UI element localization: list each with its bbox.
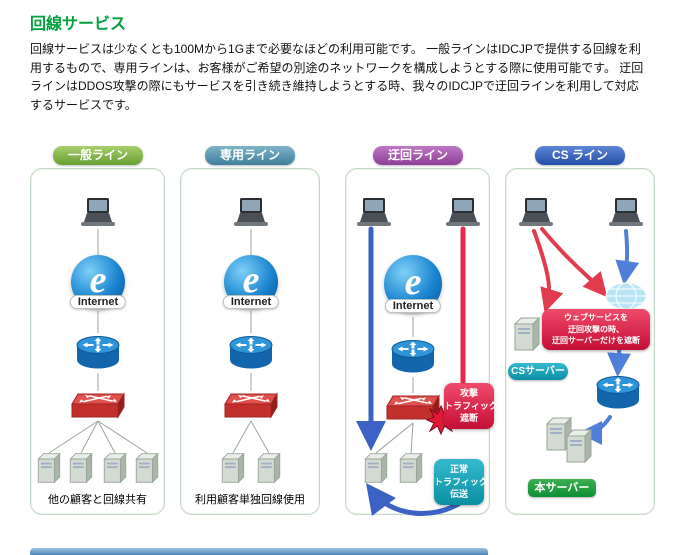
internet-icon: e Internet: [384, 255, 442, 313]
badge-bypass-line: 迂回ライン: [373, 146, 463, 165]
server-icon: [135, 451, 159, 490]
router-icon: [74, 333, 122, 378]
server-icon: [257, 451, 281, 490]
callout-line: トラフィック: [444, 400, 498, 411]
panel-caption: 利用顧客単独回線使用: [195, 494, 305, 506]
callout-line: ウェブサービスを: [564, 313, 628, 322]
callout-line: 迂回攻撃の時、: [568, 324, 624, 334]
callout-line: 攻撃: [459, 388, 478, 398]
panel-general-line: e Internet 他の顧客と回線共有: [30, 168, 165, 515]
page-description: 回線サービスは少なくとも100Mから1Gまで必要なほどの利用可能です。 一般ライ…: [30, 42, 644, 112]
normal-traffic-callout: 正常 トラフィック 伝送: [434, 459, 488, 505]
server-icon: [69, 451, 93, 490]
switch-icon: [223, 391, 279, 426]
callout-line: 迂回サーバーだけを遮断: [552, 336, 640, 346]
laptop-icon: [443, 197, 483, 234]
server-icon: [565, 427, 593, 470]
attack-blocked-callout: 攻撃 トラフィック 遮断: [444, 383, 498, 429]
internet-label: Internet: [222, 295, 280, 309]
server-icon: [399, 451, 423, 490]
switch-icon: [70, 391, 126, 426]
router-icon: [227, 333, 275, 378]
panel-bypass-line: e Internet 攻撃 トラフィック 遮断 正常 トラフィック 伝送: [345, 168, 498, 516]
internet-label: Internet: [69, 295, 127, 309]
bypass-note-callout: ウェブサービスを 迂回攻撃の時、 迂回サーバーだけを遮断: [542, 309, 650, 350]
switch-icon: [385, 393, 441, 428]
connector-lines: [232, 229, 270, 454]
main-server-label: 本サーバー: [528, 479, 596, 497]
badge-general-line: 一般ライン: [53, 146, 143, 165]
page-title: 回線サービス: [30, 16, 127, 33]
laptop-icon: [606, 197, 646, 234]
server-icon: [221, 451, 245, 490]
cs-server-label: CSサーバー: [508, 363, 568, 380]
badge-cs-line: CS ライン: [535, 146, 625, 165]
panel-cs-line: ウェブサービスを 迂回攻撃の時、 迂回サーバーだけを遮断 CSサーバー 本サーバ…: [505, 168, 655, 515]
router-icon: [389, 337, 437, 382]
laptop-icon: [354, 197, 394, 234]
server-icon: [513, 315, 541, 358]
callout-line: 正常: [449, 464, 468, 474]
server-icon: [364, 451, 388, 490]
callout-line: トラフィック: [434, 476, 488, 487]
globe-icon: [604, 281, 648, 316]
panel-caption: 他の顧客と回線共有: [48, 494, 147, 506]
badge-dedicated-line: 専用ライン: [205, 146, 295, 165]
callout-line: 伝送: [449, 489, 468, 500]
callout-line: 遮断: [459, 413, 478, 424]
server-icon: [545, 415, 573, 458]
laptop-icon: [516, 197, 556, 234]
laptop-icon: [231, 197, 271, 234]
footer-strip: [30, 548, 488, 555]
laptop-icon: [78, 197, 118, 234]
router-icon: [594, 373, 642, 418]
internet-icon: e Internet: [222, 255, 280, 309]
server-icon: [37, 451, 61, 490]
connector-lines: [48, 229, 148, 454]
internet-icon: e Internet: [69, 255, 127, 309]
internet-label: Internet: [384, 299, 442, 313]
server-icon: [103, 451, 127, 490]
panel-dedicated-line: e Internet 利用顧客単独回線使用: [180, 168, 320, 515]
